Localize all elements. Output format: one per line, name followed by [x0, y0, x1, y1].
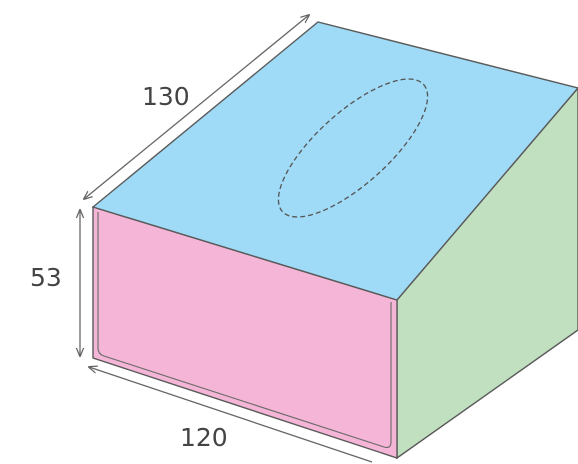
depth-dimension-line [84, 15, 309, 199]
tissue-opening-slot [277, 78, 429, 218]
depth-dimension-label: 130 [142, 82, 190, 111]
width-dimension-label: 120 [180, 423, 228, 452]
width-dimension-line [89, 367, 373, 463]
box-front-inner-edge [97, 212, 392, 448]
height-dimension-label: 53 [30, 263, 62, 292]
